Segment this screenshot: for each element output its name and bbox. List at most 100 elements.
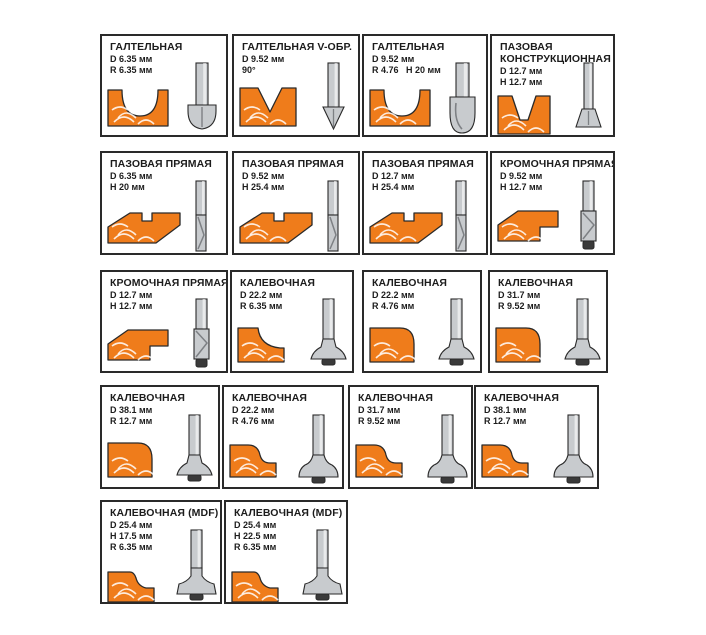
wood-profile xyxy=(355,444,403,478)
wood-profile xyxy=(229,444,277,478)
wood-profile xyxy=(107,329,169,361)
spec-line: D 31.7 мм xyxy=(498,290,541,300)
spec-line: D 9.52 мм xyxy=(372,54,415,64)
bit-title: КРОМОЧНАЯ ПРЯМАЯ xyxy=(110,277,228,289)
bit-title: ПАЗОВАЯ ПРЯМАЯ xyxy=(372,158,474,170)
wood-profile xyxy=(239,87,297,127)
router-bit-icon xyxy=(310,298,347,366)
spec-line: H 17.5 мм xyxy=(110,531,153,541)
bit-illustration xyxy=(107,529,217,602)
router-bit-icon xyxy=(327,180,339,252)
bit-illustration xyxy=(239,180,339,252)
spec-line: R 6.35 мм xyxy=(234,542,277,552)
router-bit-icon xyxy=(176,414,213,482)
wood-profile xyxy=(369,212,443,244)
spec-line: D 38.1 мм xyxy=(110,405,153,415)
spec-line: D 9.52 мм xyxy=(242,171,285,181)
bit-title: КАЛЕВОЧНАЯ xyxy=(240,277,316,289)
spec-line: H 20 мм xyxy=(110,182,145,192)
spec-line: R 12.7 мм xyxy=(484,416,527,426)
bit-title: КАЛЕВОЧНАЯ (MDF) xyxy=(110,507,219,519)
wood-profile xyxy=(107,442,155,478)
spec-line: D 12.7 мм xyxy=(110,290,153,300)
router-bit-icon xyxy=(455,180,467,252)
spec-line: D 25.4 мм xyxy=(110,520,153,530)
spec-line: R 9.52 мм xyxy=(358,416,401,426)
bit-illustration xyxy=(495,298,601,366)
bit-title: КАЛЕВОЧНАЯ xyxy=(484,392,560,404)
spec-line: R 4.76 мм xyxy=(232,416,275,426)
router-bit-icon xyxy=(298,414,339,484)
router-bit-icon xyxy=(553,414,594,484)
spec-line: H 12.7 мм xyxy=(110,301,153,311)
router-bit-icon xyxy=(438,298,475,366)
spec-line: R 4.76 мм xyxy=(372,301,415,311)
spec-line: R 6.35 мм xyxy=(240,301,283,311)
wood-profile xyxy=(107,571,155,602)
spec-line: D 6.35 мм xyxy=(110,171,153,181)
bit-illustration xyxy=(239,62,345,131)
router-bit-icon xyxy=(449,62,476,134)
bit-illustration xyxy=(107,414,213,482)
bit-illustration xyxy=(231,529,343,602)
router-bit-icon xyxy=(193,298,210,368)
bit-title: ГАЛТЕЛЬНАЯ xyxy=(110,41,183,53)
spec-line: D 25.4 мм xyxy=(234,520,277,530)
bit-title: ГАЛТЕЛЬНАЯ xyxy=(372,41,445,53)
spec-line: R 6.35 мм xyxy=(110,542,153,552)
bit-title: КАЛЕВОЧНАЯ xyxy=(498,277,574,289)
bit-title: КРОМОЧНАЯ ПРЯМАЯ xyxy=(500,158,615,170)
bit-illustration xyxy=(107,62,217,130)
bit-illustration xyxy=(497,180,597,250)
bit-illustration xyxy=(369,298,475,366)
wood-profile xyxy=(369,327,417,363)
wood-profile xyxy=(497,95,551,135)
spec-line: H 12.7 мм xyxy=(500,182,543,192)
bit-title: ГАЛТЕЛЬНАЯ V-ОБР. xyxy=(242,41,353,53)
spec-line: D 22.2 мм xyxy=(372,290,415,300)
bit-illustration xyxy=(497,62,602,135)
bit-illustration xyxy=(107,180,207,252)
spec-line: H 25.4 мм xyxy=(372,182,415,192)
bit-title: КАЛЕВОЧНАЯ xyxy=(110,392,186,404)
bit-title: КАЛЕВОЧНАЯ (MDF) xyxy=(234,507,343,519)
router-bit-icon xyxy=(195,180,207,252)
router-bit-icon xyxy=(564,298,601,366)
wood-profile xyxy=(107,89,169,127)
spec-line: H 22.5 мм xyxy=(234,531,277,541)
router-bit-icon xyxy=(176,529,217,601)
wood-profile xyxy=(239,212,313,244)
bit-illustration xyxy=(369,62,476,134)
bit-illustration xyxy=(355,414,468,484)
wood-profile xyxy=(481,444,529,478)
wood-profile xyxy=(237,327,285,363)
spec-line: D 9.52 мм xyxy=(500,171,543,181)
bit-illustration xyxy=(107,298,210,368)
wood-profile xyxy=(495,327,543,363)
